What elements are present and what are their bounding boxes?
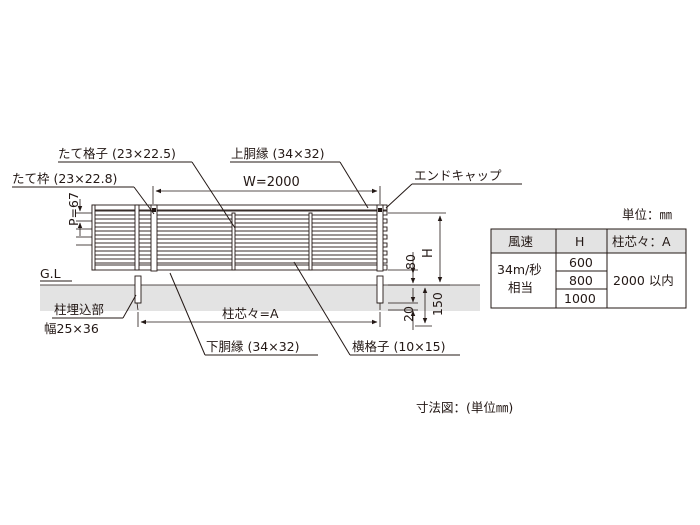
vertical-slat [231,212,236,271]
table-height-600: 600 [569,255,593,270]
vertical-slat [134,204,140,271]
end-cap-label: エンドキャップ [414,168,502,183]
table-height-800: 800 [569,273,593,288]
tate-koshi-label: たて格子 (23×22.5) [58,146,176,161]
table-header-wind: 風速 [508,234,534,249]
dim-20-label: 20 [401,306,416,322]
pitch-label: P=67 [66,192,81,226]
yokokoshi-label: 横格子 (10×15) [352,339,446,354]
fence-panel [91,204,388,272]
vertical-frame [91,204,96,271]
uwado-label: 上胴縁 (34×32) [231,146,325,161]
table-header-highlight [607,229,686,253]
post-right [376,204,384,272]
embed-label-line2: 幅25×36 [44,321,99,336]
width-label: W=2000 [243,175,300,190]
embed-label-line1: 柱埋込部 [54,302,104,317]
dim-80-label: 80 [403,254,418,270]
vertical-slat [308,212,313,271]
table-header-h: H [575,234,584,249]
table-post-spacing: 2000 以内 [613,273,674,288]
pitch-marks [76,199,92,246]
post-left [150,204,158,272]
end-cap [378,208,382,212]
spec-table: 風速 H 柱芯々：A 34m/秒 相当 600 800 1000 2000 以内 [490,228,687,309]
shitado-label: 下胴縁 (34×32) [206,339,300,354]
ground-band [40,285,480,311]
table-height-1000: 1000 [564,291,596,306]
caption: 寸法図：(単位㎜) [416,400,513,415]
tate-waku-label: たて枠 (23×22.8) [12,171,117,186]
post-embeds [134,275,384,311]
gl-label: G.L [40,266,61,281]
table-header-post: 柱芯々：A [612,234,671,249]
table-wind-line1: 34m/秒 [497,262,542,277]
end-cap [152,208,156,212]
height-label: H [421,248,436,258]
unit-label: 単位：㎜ [622,207,673,222]
dim-150-label: 150 [430,292,445,316]
table-wind-line2: 相当 [508,280,533,295]
post-center-label: 柱芯々=A [222,306,279,321]
